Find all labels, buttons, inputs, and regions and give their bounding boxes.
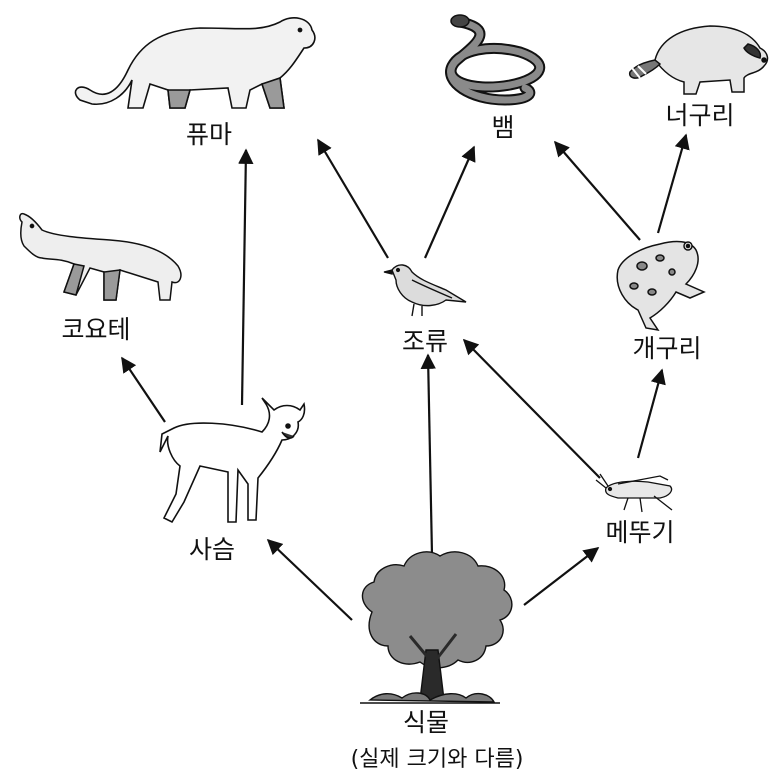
deer-icon xyxy=(160,398,305,522)
coyote-icon xyxy=(20,214,181,300)
bird-icon xyxy=(384,265,466,316)
grasshopper-icon xyxy=(596,474,672,512)
tree-icon xyxy=(360,552,512,703)
scale-note: (실제 크기와 다름) xyxy=(351,746,524,774)
arrow-frog-to-raccoon xyxy=(658,135,686,233)
arrow-frog-to-snake xyxy=(555,142,640,240)
arrow-grasshopper-to-bird xyxy=(464,340,600,478)
label-puma: 퓨마 xyxy=(186,120,232,150)
label-bird: 조류 xyxy=(402,327,448,357)
label-frog: 개구리 xyxy=(632,334,701,364)
arrow-bird-to-puma xyxy=(318,140,388,258)
arrow-grasshopper-to-frog xyxy=(638,370,662,458)
arrow-bird-to-snake xyxy=(425,147,474,258)
label-coyote: 코요테 xyxy=(61,315,130,345)
label-snake: 뱀 xyxy=(491,113,514,143)
arrow-deer-to-coyote xyxy=(122,358,165,422)
snake-icon xyxy=(451,15,540,100)
arrow-plant-to-deer xyxy=(268,540,352,620)
raccoon-icon xyxy=(630,26,768,94)
label-deer: 사슴 xyxy=(189,535,235,565)
frog-icon xyxy=(617,242,704,330)
arrow-deer-to-puma xyxy=(242,150,246,405)
label-raccoon: 너구리 xyxy=(665,101,734,131)
label-grasshopper: 메뚜기 xyxy=(605,518,674,548)
arrow-plant-to-grasshopper xyxy=(524,548,598,605)
arrow-plant-to-bird xyxy=(428,355,432,555)
puma-icon xyxy=(75,18,314,108)
label-plant: 식물 xyxy=(403,708,449,738)
